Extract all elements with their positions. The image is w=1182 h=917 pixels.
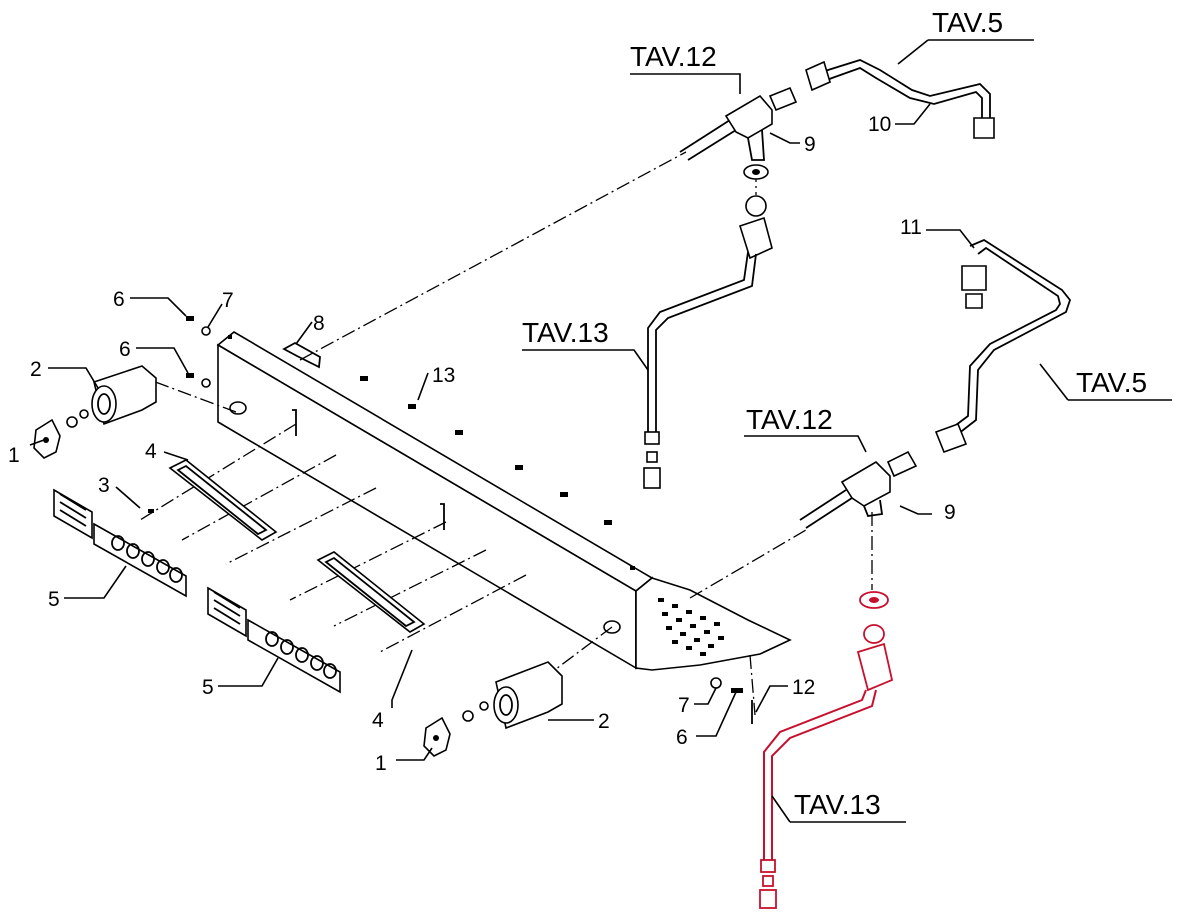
callout-4-left: 4: [145, 440, 157, 463]
pipe-10: [805, 59, 995, 139]
knob-right: [423, 661, 563, 757]
callout-9-bottom: 9: [944, 501, 956, 524]
callout-1-left: 1: [8, 444, 20, 467]
assembly-lines: [139, 151, 873, 716]
callout-7-top: 7: [222, 289, 234, 312]
highlighted-pipe-tav13: [759, 591, 894, 909]
screws: [148, 316, 753, 724]
callout-10: 10: [868, 113, 891, 136]
perforated-bracket: [635, 577, 792, 671]
callout-9-top: 9: [804, 133, 816, 156]
callout-2-right: 2: [598, 710, 610, 733]
sheet-references: TAV.5 TAV.5 TAV.12 TAV.12 TAV.13 TAV.13: [522, 7, 1147, 820]
ref-tav12-top: TAV.12: [630, 41, 717, 72]
callout-8: 8: [313, 312, 325, 335]
leader-lines: [29, 39, 1172, 823]
ref-tav13-top: TAV.13: [522, 317, 609, 348]
callout-6-top: 6: [113, 288, 125, 311]
callout-6-mid: 6: [119, 338, 131, 361]
pipe-11: [934, 238, 1072, 454]
callout-5-right: 5: [202, 676, 214, 699]
lower-tee-fitting: [799, 450, 918, 529]
ref-tav13-bottom: TAV.13: [794, 789, 881, 820]
upper-tav13-pipe: [643, 251, 757, 489]
callout-3: 3: [98, 474, 110, 497]
callout-labels: 1 1 2 2 3 4 4 5 5 6 6 6 7 7 8 9 9 10 11 …: [8, 113, 956, 775]
gaskets: [168, 459, 426, 633]
callout-5-left: 5: [48, 588, 60, 611]
callout-7-bottom: 7: [678, 694, 690, 717]
ref-tav12-bottom: TAV.12: [746, 404, 833, 435]
callout-4-right: 4: [372, 709, 384, 732]
callout-12: 12: [792, 676, 815, 699]
callout-11: 11: [900, 216, 922, 239]
control-boards: [53, 488, 341, 694]
ref-tav5-top: TAV.5: [932, 7, 1003, 38]
knob-left: [33, 365, 157, 459]
upper-tee-fitting: [679, 86, 798, 260]
callout-2-left: 2: [30, 358, 42, 381]
callout-6-bottom: 6: [676, 726, 688, 749]
callout-13: 13: [432, 364, 455, 387]
ref-tav5-right: TAV.5: [1076, 367, 1147, 398]
callout-1-right: 1: [375, 752, 387, 775]
